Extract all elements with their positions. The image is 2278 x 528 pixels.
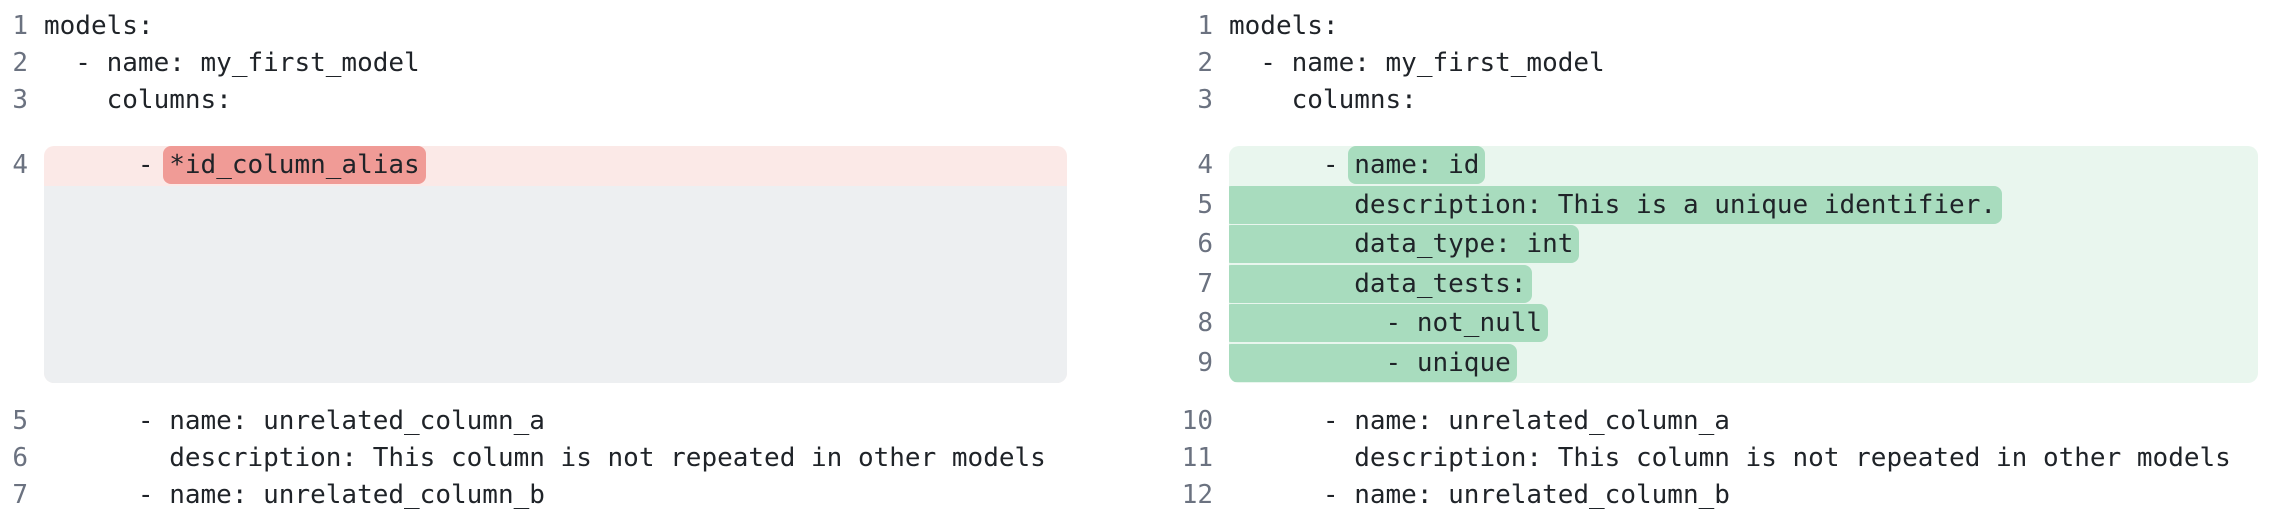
- code-segment: columns:: [44, 85, 232, 115]
- code-line: - *id_column_alias: [44, 146, 1067, 186]
- hunk-gutter: 4: [0, 146, 28, 383]
- code-text: columns:: [1229, 82, 1417, 119]
- line-number: 1: [12, 11, 28, 41]
- code-line: - name: id: [1229, 146, 2258, 186]
- code-text: - name: unrelated_column_a: [44, 403, 545, 440]
- line-number: 1: [1197, 11, 1213, 41]
- added-token: - unique: [1229, 343, 1517, 382]
- code-line: 7 - name: unrelated_column_b: [0, 477, 1067, 514]
- line-number: 4: [12, 150, 28, 180]
- line-number: 3: [1197, 85, 1213, 115]
- line-number: 7: [1197, 268, 1213, 299]
- code-line: data_tests:: [1229, 264, 2258, 305]
- code-text: - name: my_first_model: [44, 45, 420, 82]
- added-token: data_type: int: [1229, 225, 1580, 263]
- code-text: - name: my_first_model: [1229, 45, 1605, 82]
- line-number: 2: [1197, 48, 1213, 78]
- line-number: 5: [1197, 189, 1213, 220]
- code-segment: - name: my_first_model: [1229, 48, 1605, 78]
- code-segment: - name: unrelated_column_b: [44, 480, 545, 510]
- code-text: models:: [44, 8, 154, 45]
- code-text: - name: unrelated_column_b: [44, 477, 545, 514]
- line-number: 10: [1181, 406, 1213, 436]
- code-line: 1 models:: [1139, 8, 2258, 45]
- line-number: 7: [12, 480, 28, 510]
- code-segment: -: [44, 150, 170, 180]
- line-number: 6: [12, 443, 28, 473]
- code-line: 2 - name: my_first_model: [1139, 45, 2258, 82]
- code-line: 3 columns:: [1139, 82, 2258, 119]
- code-segment: description: This column is not repeated…: [44, 443, 1046, 473]
- code-segment: - name: unrelated_column_a: [1229, 406, 1730, 436]
- code-text: - name: unrelated_column_b: [1229, 477, 1730, 514]
- removed-token: *id_column_alias: [163, 146, 426, 184]
- code-line: data_type: int: [1229, 225, 2258, 265]
- hunk-body: - *id_column_alias: [44, 146, 1067, 383]
- code-line: 3 columns:: [0, 82, 1067, 119]
- line-number: 11: [1181, 443, 1213, 473]
- code-segment: - name: my_first_model: [44, 48, 420, 78]
- hunk-gutter: 4 5 6 7 8 9: [1139, 146, 1213, 383]
- line-number: 2: [12, 48, 28, 78]
- code-segment: -: [1229, 150, 1355, 180]
- code-text: - name: unrelated_column_a: [1229, 403, 1730, 440]
- code-line: 1 models:: [0, 8, 1067, 45]
- removed-hunk: 4 - *id_column_alias: [0, 146, 1067, 383]
- code-segment: models:: [1229, 11, 1339, 41]
- code-text: description: This column is not repeated…: [44, 440, 1046, 477]
- code-text: models:: [1229, 8, 1339, 45]
- line-number: 8: [1197, 308, 1213, 338]
- added-token: - not_null: [1229, 304, 1549, 342]
- line-number: 4: [1197, 150, 1213, 180]
- code-segment: description: This column is not repeated…: [1229, 443, 2231, 473]
- code-line: description: This is a unique identifier…: [1229, 185, 2258, 226]
- code-line: - unique: [1229, 343, 2258, 384]
- hunk-body: - name: id description: This is a unique…: [1229, 146, 2258, 383]
- code-line: 5 - name: unrelated_column_a: [0, 403, 1067, 440]
- line-number: 12: [1181, 480, 1213, 510]
- line-number: 6: [1197, 229, 1213, 259]
- code-text: description: This column is not repeated…: [1229, 440, 2231, 477]
- line-number: 5: [12, 406, 28, 436]
- code-segment: columns:: [1229, 85, 1417, 115]
- code-segment: - name: unrelated_column_b: [1229, 480, 1730, 510]
- code-segment: - name: unrelated_column_a: [44, 406, 545, 436]
- code-line: 11 description: This column is not repea…: [1139, 440, 2258, 477]
- added-token: name: id: [1348, 146, 1486, 184]
- code-line: 12 - name: unrelated_column_b: [1139, 477, 2258, 514]
- code-line: 10 - name: unrelated_column_a: [1139, 403, 2258, 440]
- code-line: 2 - name: my_first_model: [0, 45, 1067, 82]
- code-line: 6 description: This column is not repeat…: [0, 440, 1067, 477]
- added-token: description: This is a unique identifier…: [1229, 185, 2003, 224]
- added-hunk: 4 5 6 7 8 9 - name: id description: This is a…: [1139, 146, 2258, 383]
- collapsed-filler: [44, 185, 1067, 383]
- line-number: 3: [12, 85, 28, 115]
- added-token: data_tests:: [1229, 264, 1533, 303]
- line-number: 9: [1197, 347, 1213, 378]
- code-text: columns:: [44, 82, 232, 119]
- code-line: - not_null: [1229, 304, 2258, 344]
- code-segment: models:: [44, 11, 154, 41]
